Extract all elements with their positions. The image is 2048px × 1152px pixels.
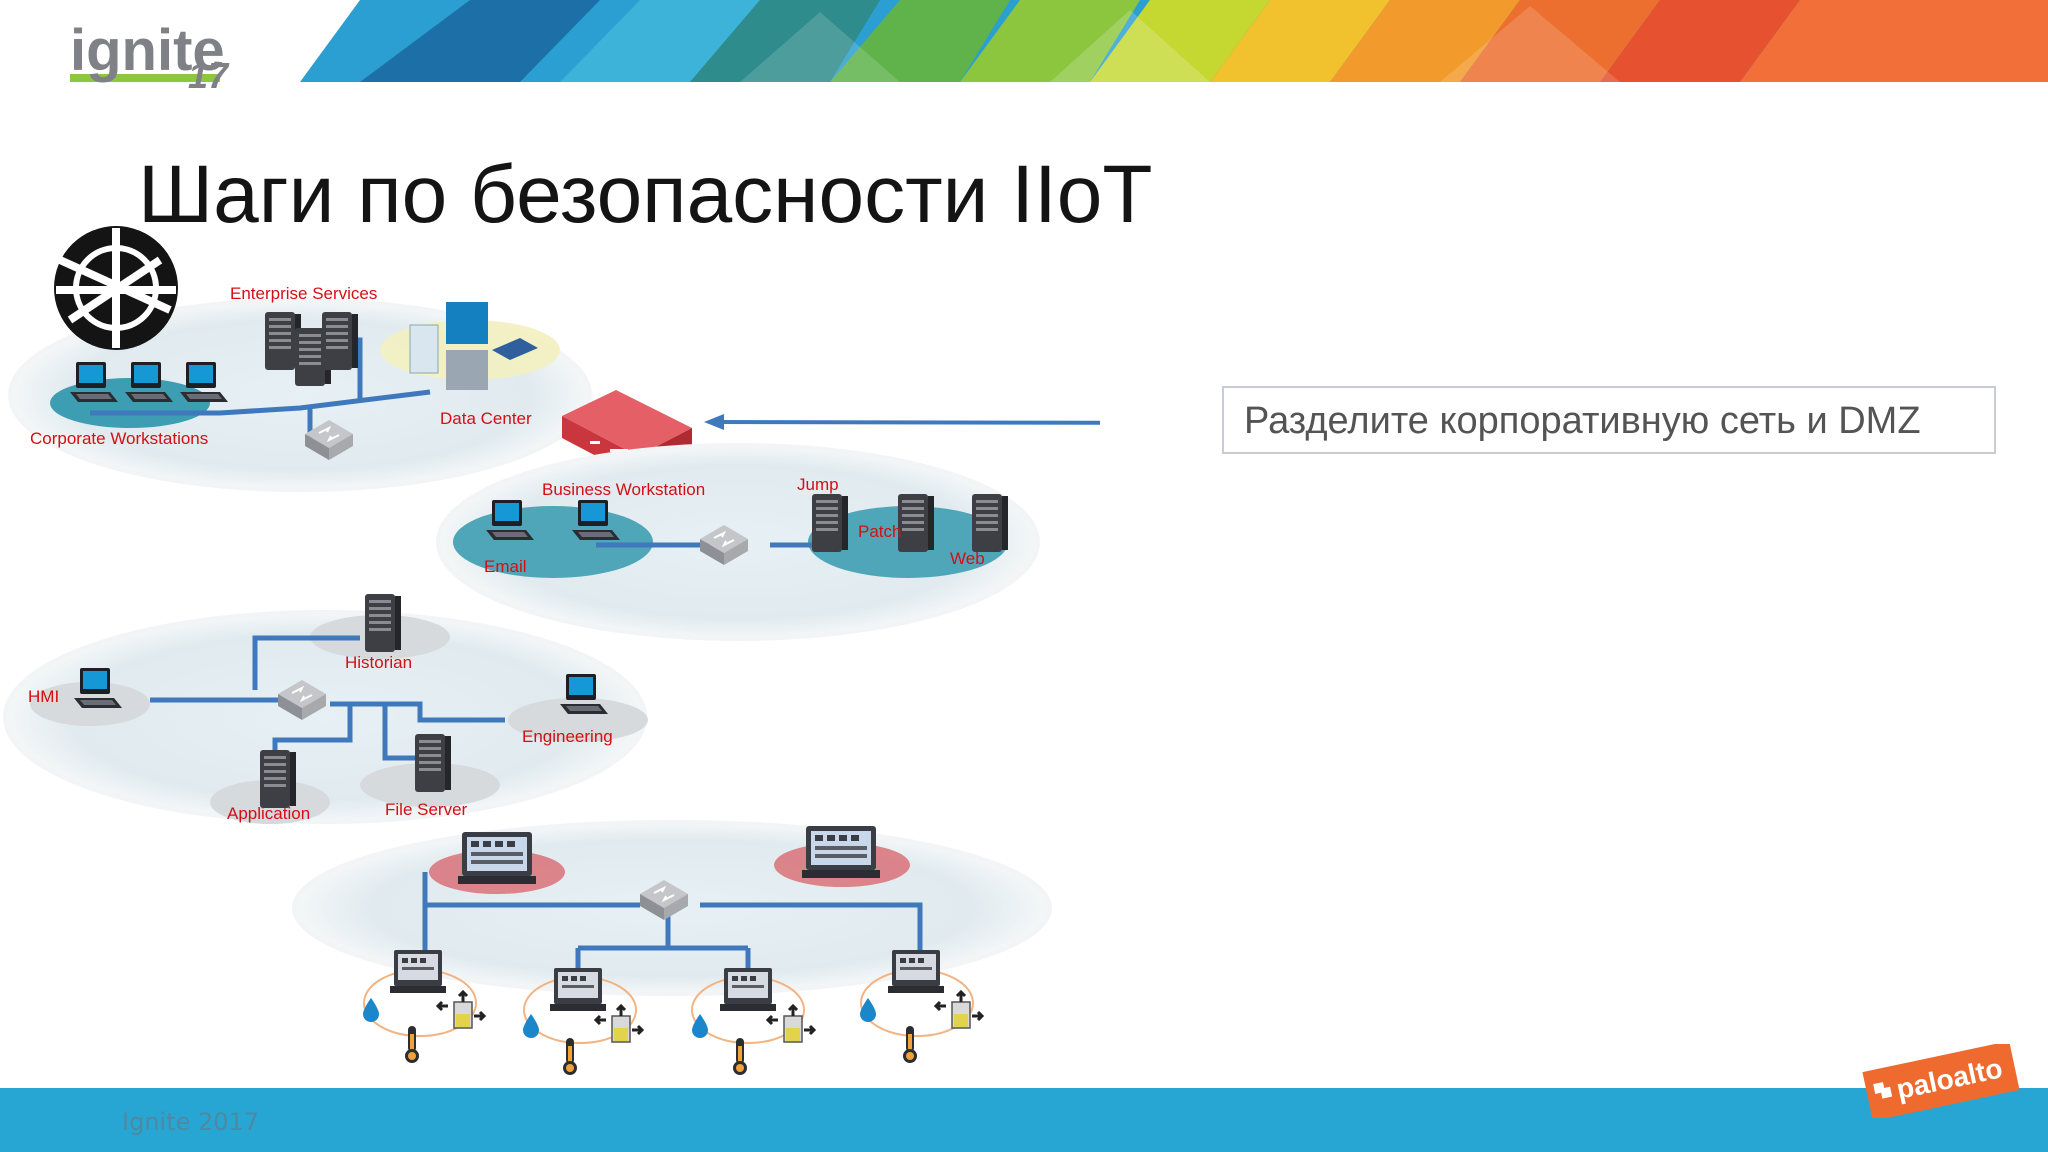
globe-icon <box>54 226 178 350</box>
field-device-group <box>363 950 486 1063</box>
jump-label: Jump <box>797 475 839 494</box>
valve-icon <box>436 990 486 1030</box>
data-center-label: Data Center <box>440 409 532 428</box>
enterprise-server-icon <box>322 312 358 370</box>
plc-icon <box>390 950 446 993</box>
svg-text:ignite: ignite <box>70 18 225 83</box>
patch-server-icon <box>898 494 934 552</box>
slide-title: Шаги по безопасности IIoT <box>138 149 1153 240</box>
water-drop-icon <box>363 998 379 1022</box>
business-workstation-label: Business Workstation <box>542 480 705 499</box>
control-panel-icon <box>802 826 880 878</box>
control-panel-icon <box>458 832 536 884</box>
ignite17-logo: ignite 17 <box>70 18 230 92</box>
field-device-group <box>860 950 984 1063</box>
file-server-icon <box>415 734 451 792</box>
dmz-zone: Business Workstation Jump Email Patch We… <box>436 443 1040 641</box>
historian-label: Historian <box>345 653 412 672</box>
file-server-label: File Server <box>385 800 468 819</box>
corporate-workstations-label: Corporate Workstations <box>30 429 208 448</box>
plc-icon <box>720 968 776 1011</box>
patch-label: Patch <box>858 522 901 541</box>
water-drop-icon <box>860 998 876 1022</box>
web-label: Web <box>950 549 985 568</box>
enterprise-services-label: Enterprise Services <box>230 284 377 303</box>
plc-icon <box>550 968 606 1011</box>
data-center-icon <box>409 302 538 390</box>
email-label: Email <box>484 557 527 576</box>
svg-text:17: 17 <box>188 55 230 92</box>
paloalto-logo: paloalto <box>1862 1044 2020 1118</box>
control-zone <box>292 820 1052 1075</box>
field-device-group <box>691 968 816 1075</box>
valve-icon <box>934 990 984 1030</box>
engineering-label: Engineering <box>522 727 613 746</box>
application-server-icon <box>260 750 296 808</box>
top-banner <box>300 0 2048 82</box>
historian-server-icon <box>365 594 401 652</box>
plc-icon <box>888 950 944 993</box>
web-server-icon <box>972 494 1008 552</box>
application-label: Application <box>227 804 310 823</box>
callout-box: Разделите корпоративную сеть и DMZ <box>1222 386 1996 454</box>
footer-text: Ignite 2017 <box>122 1108 260 1136</box>
callout-arrow <box>704 414 1100 430</box>
thermometer-icon <box>405 1026 419 1063</box>
valve-icon <box>766 1004 816 1044</box>
field-device-group <box>523 968 644 1075</box>
network-diagram: Enterprise Services Corporate Workstatio… <box>3 226 1100 1075</box>
thermometer-icon <box>903 1026 917 1063</box>
jump-server-icon <box>812 494 848 552</box>
corporate-zone: Enterprise Services Corporate Workstatio… <box>8 284 592 492</box>
hmi-label: HMI <box>28 687 59 706</box>
operations-zone: Historian HMI Engineering Application Fi… <box>3 594 648 824</box>
footer-bar <box>0 1088 2048 1152</box>
callout-text: Разделите корпоративную сеть и DMZ <box>1244 400 1921 442</box>
